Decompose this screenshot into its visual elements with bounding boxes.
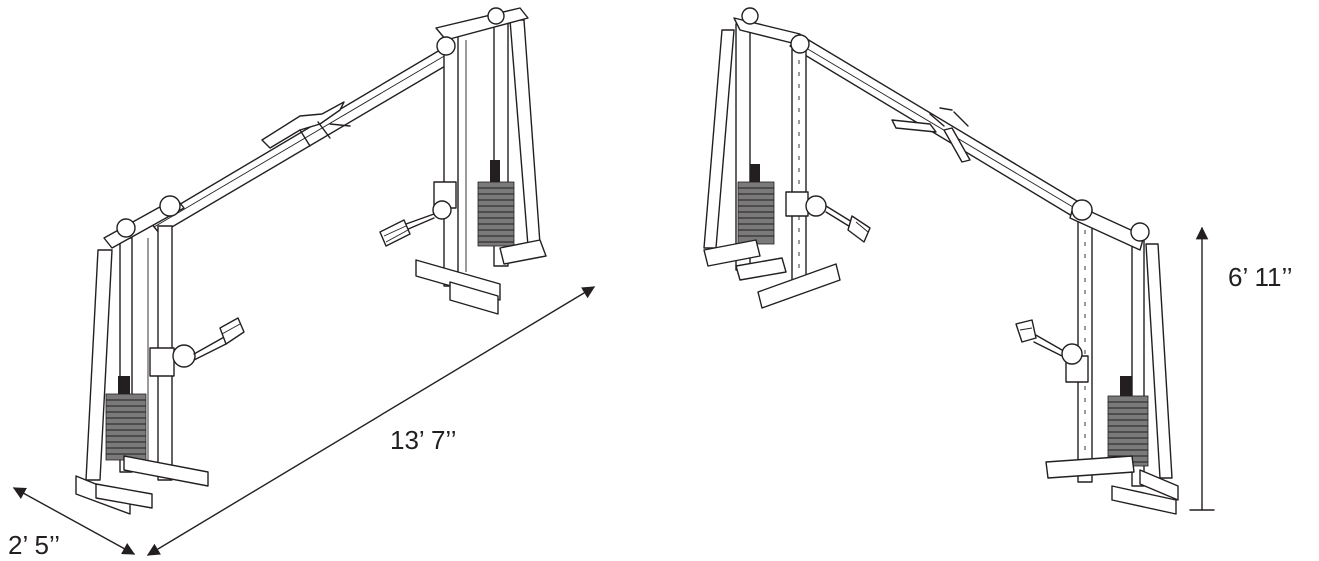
left-front-weight-stack — [105, 376, 147, 461]
right-rear-weight-stack — [737, 164, 775, 245]
left-front-tower — [75, 195, 245, 515]
length-dimension-label: 13’ 7’’ — [390, 425, 457, 455]
left-rear-weight-stack — [477, 160, 515, 247]
depth-dimension-label: 2’ 5’’ — [8, 530, 61, 560]
depth-arrow — [12, 487, 136, 555]
right-front-weight-stack — [1107, 376, 1149, 467]
left-machine-view — [12, 7, 596, 556]
length-arrow — [146, 286, 596, 556]
left-rear-tower — [379, 7, 547, 315]
right-machine-view — [703, 7, 1215, 515]
left-top-crossbar — [149, 49, 453, 235]
right-top-crossbar — [789, 35, 1093, 223]
right-front-tower — [1015, 199, 1179, 515]
height-dimension-label: 6’ 11’’ — [1228, 262, 1293, 292]
right-rear-tower — [703, 7, 871, 309]
